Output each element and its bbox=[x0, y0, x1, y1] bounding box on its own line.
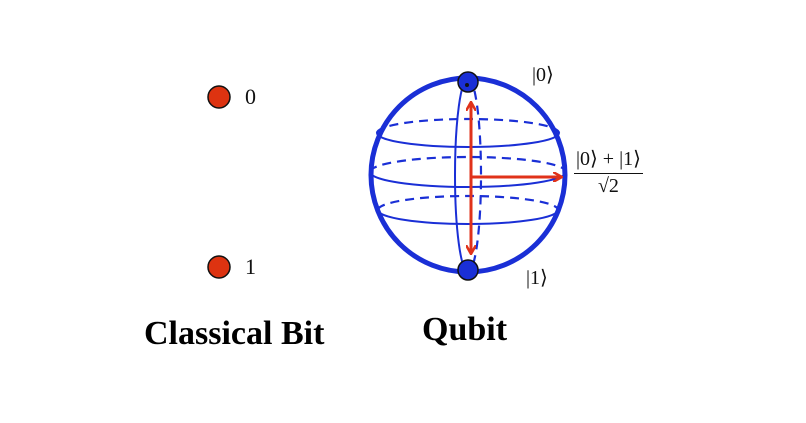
latitude-lower-front bbox=[377, 209, 559, 225]
state-arrows bbox=[471, 103, 561, 253]
pole-0-dot bbox=[457, 71, 479, 93]
sphere-outline bbox=[368, 75, 568, 275]
bit-0-dot bbox=[207, 85, 231, 109]
latitude-equator-back bbox=[368, 155, 568, 173]
latitude-equator-front bbox=[369, 171, 567, 188]
ket-1-label: |1⟩ bbox=[526, 267, 548, 289]
latitude-upper-back bbox=[375, 117, 561, 134]
latitude-upper-front bbox=[376, 132, 560, 148]
bit-1-label: 1 bbox=[245, 254, 256, 279]
bloch-sphere bbox=[368, 75, 568, 275]
pole-0-center-dot bbox=[465, 83, 469, 87]
latitude-lower-back bbox=[376, 194, 560, 211]
superposition-label: |0⟩ + |1⟩ √2 bbox=[574, 146, 643, 198]
qubit-caption: Qubit bbox=[422, 311, 508, 348]
superposition-denominator: √2 bbox=[597, 175, 619, 197]
ket-0-label: |0⟩ bbox=[532, 64, 554, 86]
bit-0-label: 0 bbox=[245, 84, 256, 109]
bit-1-dot bbox=[207, 255, 231, 279]
pole-1-dot bbox=[457, 259, 479, 281]
superposition-numerator: |0⟩ + |1⟩ bbox=[574, 146, 643, 174]
meridian-front bbox=[454, 77, 469, 273]
classical-bit-caption: Classical Bit bbox=[144, 315, 325, 352]
